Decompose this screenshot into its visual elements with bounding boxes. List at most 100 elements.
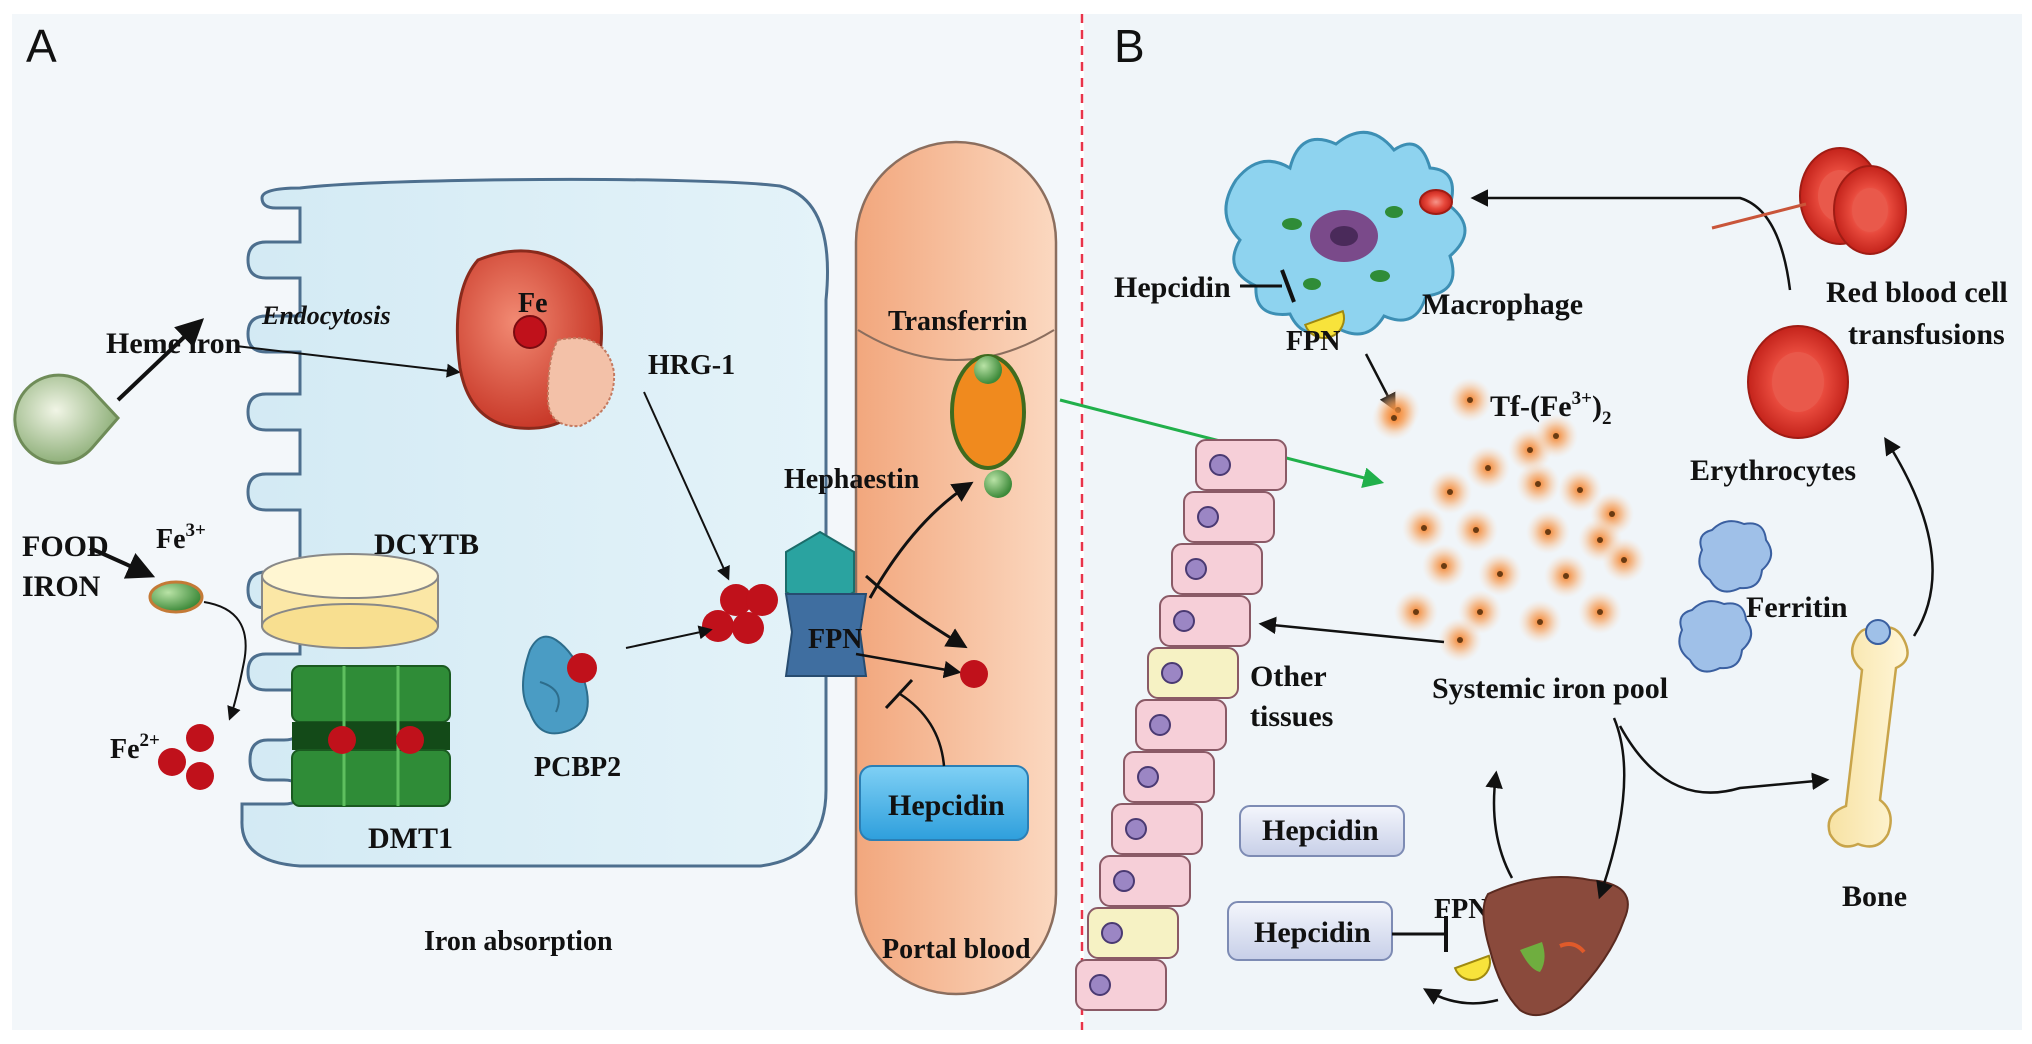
dcytb-transporter <box>261 553 439 649</box>
transferrin-iron-bead <box>974 356 1002 384</box>
epithelial-cell <box>1099 855 1191 907</box>
cell-nucleus <box>1149 714 1171 736</box>
macrophage-label: Macrophage <box>1422 288 1583 321</box>
arrow-liver-to-pool <box>1485 770 1514 879</box>
iron-core-dot <box>1485 465 1491 471</box>
iron-core-dot <box>1537 619 1543 625</box>
iron-dot <box>702 610 734 642</box>
pcbp2-label: PCBP2 <box>534 752 621 783</box>
iron-core-dot <box>1457 637 1463 643</box>
iron-core-dot <box>1391 415 1397 421</box>
arrow-pool-to-bone <box>1618 725 1830 794</box>
iron-core-dot <box>1577 487 1583 493</box>
iron-dot <box>186 724 214 752</box>
epithelial-cell <box>1183 491 1275 543</box>
iron-core-dot <box>1621 557 1627 563</box>
fpn-macrophage-label: FPN <box>1286 326 1340 357</box>
hepcidin-box-b2 <box>1227 901 1393 961</box>
portal-blood-label: Portal blood <box>882 934 1031 965</box>
panel-a-label: A <box>26 20 57 72</box>
transfusion-line <box>1711 202 1807 230</box>
cell-nucleus <box>1161 662 1183 684</box>
iron-core-dot <box>1447 489 1453 495</box>
arrow-hrg1-to-iron <box>643 391 730 581</box>
arrow-bone-to-erythrocytes <box>1884 437 1934 637</box>
iron-dot <box>746 584 778 616</box>
fe2-label: Fe2+ <box>110 730 160 765</box>
engulfed-rbc <box>1419 189 1453 215</box>
iron-core-dot <box>1497 571 1503 577</box>
iron-core-dot <box>1545 529 1551 535</box>
liver-icon <box>1482 876 1629 1017</box>
fpn-macrophage-icon <box>1303 309 1345 339</box>
erythrocytes-label: Erythrocytes <box>1690 454 1856 487</box>
food-iron-icon <box>13 373 121 465</box>
systemic-iron-pool-label: Systemic iron pool <box>1432 672 1668 705</box>
iron-dot <box>720 584 752 616</box>
hepcidin-box-b1-label: Hepcidin <box>1262 814 1379 847</box>
epithelial-cell <box>1111 803 1203 855</box>
rbc-transfusion-line1: Red blood cell <box>1826 276 2008 309</box>
cell-nucleus <box>1209 454 1231 476</box>
iron-core-dot <box>1527 447 1533 453</box>
arrow-heme-to-vesicle <box>235 345 461 378</box>
epithelial-cell <box>1135 699 1227 751</box>
hepcidin-box-b2-label: Hepcidin <box>1254 916 1371 949</box>
iron-core-dot <box>1597 537 1603 543</box>
iron-dot <box>186 762 214 790</box>
ferritin-label: Ferritin <box>1746 591 1848 624</box>
arrow-fpn-export <box>855 652 962 679</box>
inhibition-bar <box>884 678 914 710</box>
iron-core-dot <box>1535 481 1541 487</box>
systemic-iron-pool-dots <box>1372 378 1646 662</box>
iron-core-dot <box>1477 609 1483 615</box>
heme-iron-label: Heme iron <box>106 327 242 360</box>
transferrin-label: Transferrin <box>888 306 1028 337</box>
iron-core-dot <box>1413 609 1419 615</box>
hepcidin-inhibition-a <box>899 692 946 767</box>
cell-nucleus <box>1089 974 1111 996</box>
iron-dot <box>960 660 988 688</box>
erythrocyte-icon <box>1747 325 1849 439</box>
cell-nucleus <box>1101 922 1123 944</box>
iron-core-dot <box>1421 525 1427 531</box>
bone-icon <box>1827 619 1909 848</box>
epithelial-cell <box>1075 959 1167 1011</box>
epithelial-cell <box>1195 439 1287 491</box>
hepcidin-box-b1 <box>1239 805 1405 857</box>
fe3-label: Fe3+ <box>156 520 206 555</box>
iron-core-dot <box>1473 527 1479 533</box>
cell-nucleus <box>1125 818 1147 840</box>
inhibition-bar <box>1280 269 1296 303</box>
iron-dot <box>732 612 764 644</box>
panel-b-label: B <box>1114 20 1145 72</box>
hepcidin-label-a: Hepcidin <box>888 789 1005 822</box>
iron-dot <box>567 653 597 683</box>
arrow-fe3-to-fe2 <box>203 601 247 721</box>
iron-dot <box>328 726 356 754</box>
fpn-transporter <box>784 593 868 677</box>
fpn-liver-icon <box>1453 954 1491 981</box>
cell-nucleus <box>1137 766 1159 788</box>
arrow-to-free-iron <box>864 574 968 649</box>
arrow-to-heme-iron <box>116 318 205 402</box>
arrow-pool-to-tissues <box>1258 616 1445 644</box>
cell-nucleus <box>1185 558 1207 580</box>
endocytosis-label: Endocytosis <box>261 301 391 330</box>
arrow-liver-export <box>1422 988 1499 1005</box>
vessel-curve <box>857 329 1055 361</box>
other-tissues-line1: Other <box>1250 660 1327 693</box>
iron-core-dot <box>1441 563 1447 569</box>
hrg1-label: HRG-1 <box>648 350 735 381</box>
epithelial-cell <box>1159 595 1251 647</box>
dmt1-label: DMT1 <box>368 822 453 855</box>
arrow-rbc-to-macrophage <box>1470 189 1792 291</box>
iron-core-dot <box>1563 573 1569 579</box>
cell-nucleus <box>1197 506 1219 528</box>
arrow-pool-to-liver <box>1596 717 1626 900</box>
goblet-cell <box>1147 647 1239 699</box>
arrow-fpn-to-transferrin <box>868 481 974 599</box>
transferrin-iron-bead <box>984 470 1012 498</box>
arrow-food-to-fe3 <box>89 546 156 579</box>
